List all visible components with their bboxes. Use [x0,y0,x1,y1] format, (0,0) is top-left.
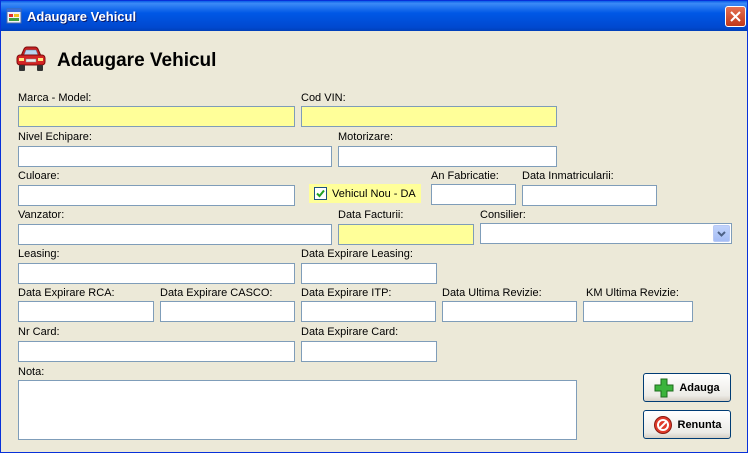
data-expirare-card-input[interactable] [301,341,437,362]
title-bar: Adaugare Vehicul [1,1,747,31]
data-expirare-leasing-input[interactable] [301,263,437,284]
vehicul-nou-checkbox[interactable]: Vehicul Nou - DA [309,184,421,203]
window-title: Adaugare Vehicul [27,9,137,24]
consilier-select[interactable] [480,223,732,244]
culoare-label: Culoare: [18,170,60,182]
nota-textarea[interactable] [18,380,577,440]
km-ultima-revizie-input[interactable] [583,301,693,322]
car-icon [16,46,46,71]
marca-model-label: Marca - Model: [18,92,92,104]
data-expirare-itp-input[interactable] [301,301,436,322]
data-expirare-card-label: Data Expirare Card: [301,326,399,338]
data-expirare-casco-input[interactable] [160,301,295,322]
close-icon [730,11,741,22]
leasing-label: Leasing: [18,248,60,260]
data-inmatricularii-label: Data Inmatricularii: [522,170,614,182]
data-ultima-revizie-label: Data Ultima Revizie: [442,287,542,299]
plus-icon [654,378,674,397]
data-expirare-rca-label: Data Expirare RCA: [18,287,115,299]
data-expirare-leasing-label: Data Expirare Leasing: [301,248,413,260]
renunta-button-label: Renunta [677,418,722,431]
cod-vin-input[interactable] [301,106,557,127]
an-fabricatie-input[interactable] [431,184,516,205]
an-fabricatie-label: An Fabricatie: [431,170,499,182]
chevron-down-icon [717,230,726,237]
data-facturii-input[interactable] [338,224,474,245]
vanzator-input[interactable] [18,224,332,245]
motorizare-label: Motorizare: [338,131,394,143]
nivel-echipare-input[interactable] [18,146,332,167]
page-title: Adaugare Vehicul [57,50,217,71]
culoare-input[interactable] [18,185,295,206]
data-ultima-revizie-input[interactable] [442,301,577,322]
data-expirare-rca-input[interactable] [18,301,154,322]
cod-vin-label: Cod VIN: [301,92,346,104]
consilier-label: Consilier: [480,209,526,221]
data-expirare-casco-label: Data Expirare CASCO: [160,287,273,299]
nota-label: Nota: [18,366,45,378]
data-expirare-itp-label: Data Expirare ITP: [301,287,392,299]
close-button[interactable] [725,6,746,27]
km-ultima-revizie-label: KM Ultima Revizie: [586,287,679,299]
leasing-input[interactable] [18,263,295,284]
nr-card-input[interactable] [18,341,295,362]
adauga-button[interactable]: Adauga [643,373,731,402]
data-inmatricularii-input[interactable] [522,185,657,206]
motorizare-input[interactable] [338,146,557,167]
checkmark-icon [316,189,325,198]
data-facturii-label: Data Facturii: [338,209,404,221]
nr-card-label: Nr Card: [18,326,60,338]
adauga-button-label: Adauga [679,381,720,394]
renunta-button[interactable]: Renunta [643,410,731,439]
vanzator-label: Vanzator: [18,209,65,221]
marca-model-input[interactable] [18,106,295,127]
nivel-echipare-label: Nivel Echipare: [18,131,92,143]
cancel-icon [653,415,672,434]
checkbox-box[interactable] [314,187,327,200]
dropdown-button[interactable] [713,225,730,242]
form-icon [6,8,22,24]
vehicul-nou-label: Vehicul Nou - DA [332,187,416,200]
